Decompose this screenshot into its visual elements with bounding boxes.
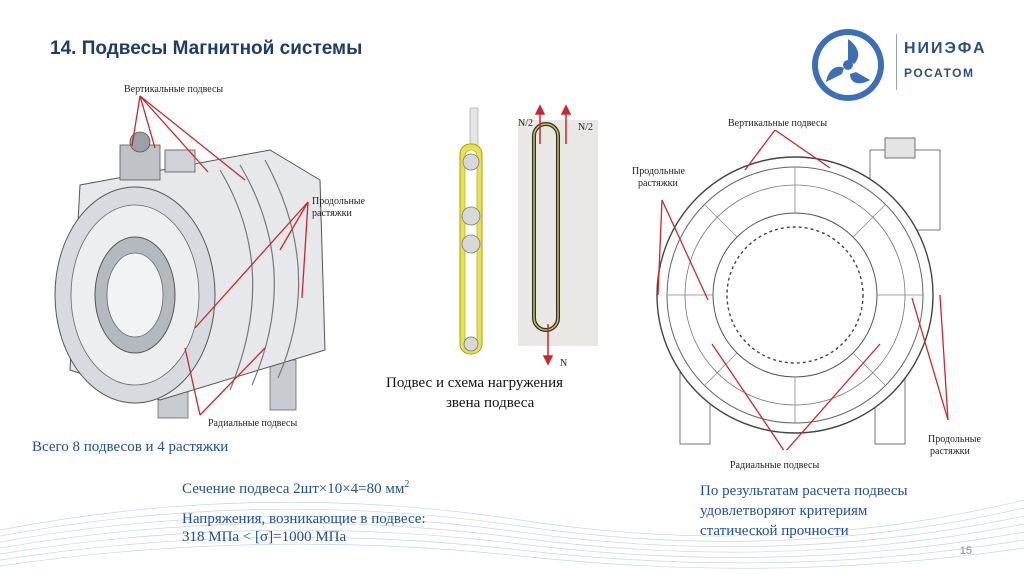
magnet-front-view-drawing <box>656 130 949 450</box>
logo-niiefa-text: НИИЭФА <box>904 40 987 57</box>
stress-line1: Напряжения, возникающие в подвесе: <box>182 511 426 527</box>
right-label-longitudinal-top-2: растяжки <box>638 178 678 189</box>
section-text: Сечение подвеса 2шт×10×4=80 мм2 <box>182 476 409 498</box>
hanger-link-drawing <box>459 104 598 366</box>
result-line1: По результатам расчета подвесы <box>700 483 908 499</box>
right-label-longitudinal-bottom-2: растяжки <box>930 446 970 457</box>
result-line2: удовлетворяют критериям <box>700 503 868 519</box>
label-n2-right: N/2 <box>578 122 593 133</box>
left-label-longitudinal-1: Продольные <box>312 196 365 207</box>
right-label-vertical: Вертикальные подвесы <box>728 118 828 129</box>
right-label-longitudinal-bottom-1: Продольные <box>928 434 981 445</box>
label-n: N <box>560 358 568 369</box>
label-n2-left: N/2 <box>518 118 533 129</box>
logo-separator <box>896 34 897 90</box>
left-label-radial: Радиальные подвесы <box>208 418 298 429</box>
left-label-vertical: Вертикальные подвесы <box>124 84 224 95</box>
magnet-3d-drawing <box>54 95 326 419</box>
total-hangers-text: Всего 8 подвесов и 4 растяжки <box>32 439 229 455</box>
slide-title: 14. Подвесы Магнитной системы <box>50 38 363 59</box>
result-line3: статической прочности <box>700 523 849 539</box>
page-number: 15 <box>959 545 972 557</box>
hanger-caption-line1: Подвес и схема нагружения <box>386 375 564 391</box>
right-label-radial: Радиальные подвесы <box>730 460 820 471</box>
right-label-longitudinal-top-1: Продольные <box>632 166 685 177</box>
stress-line2: 318 МПа < [σ]=1000 МПа <box>182 529 347 545</box>
section-text-sup: 2 <box>404 479 410 490</box>
hanger-caption-line2: звена подвеса <box>446 395 535 411</box>
rosatom-logo-icon <box>812 29 884 101</box>
left-label-longitudinal-2: растяжки <box>312 208 352 219</box>
decorative-waves <box>0 499 1024 569</box>
section-text-main: Сечение подвеса 2шт×10×4=80 мм <box>182 481 405 497</box>
logo-rosatom-text: РОСАТОМ <box>904 66 975 80</box>
